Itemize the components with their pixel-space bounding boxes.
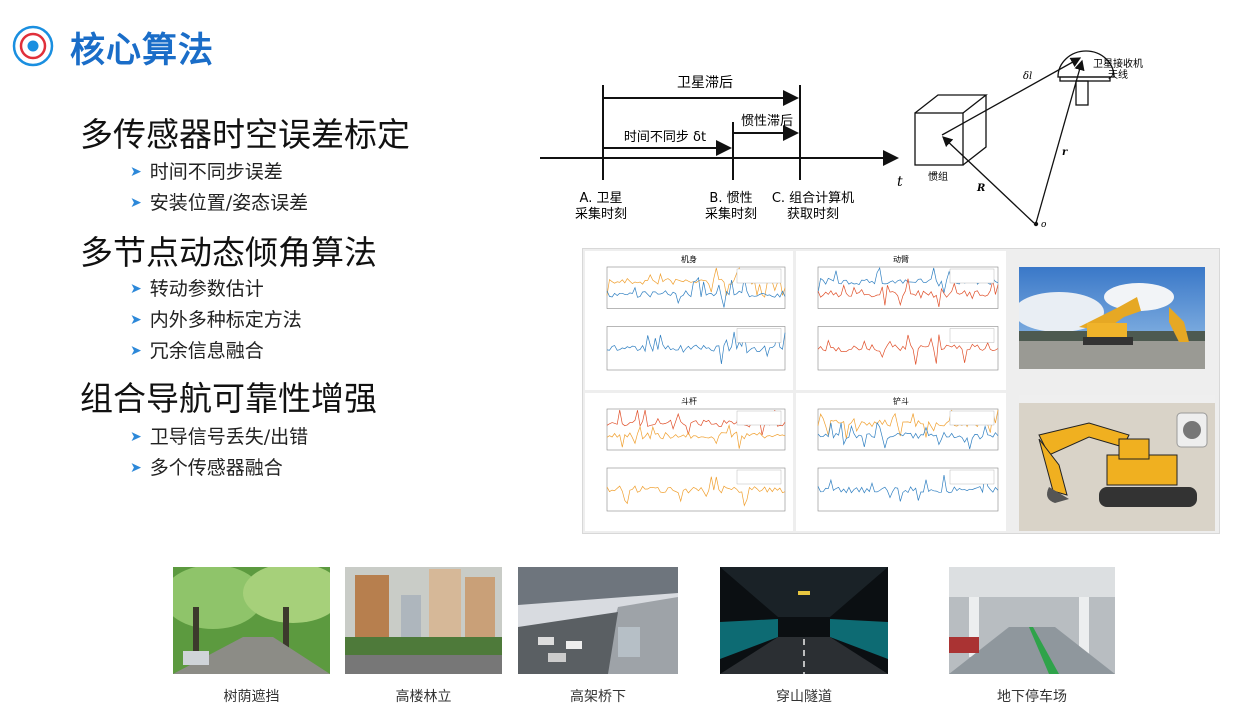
scene-photo bbox=[720, 567, 888, 674]
scene-photo bbox=[949, 567, 1115, 674]
scene-photo bbox=[173, 567, 330, 674]
label-b: B. 惯性 bbox=[709, 190, 752, 206]
excavator-photo bbox=[1019, 267, 1205, 369]
excavator-3d-model bbox=[1019, 395, 1215, 531]
timing-diagram: 卫星滞后 惯性滞后 时间不同步 δt t A. 卫星 采集时刻 B. 惯性 采集… bbox=[540, 75, 903, 222]
lever-arm-diagram: 卫星接收机 天线 惯组 δl r R o bbox=[914, 50, 1143, 230]
plot-cell: 动臂 bbox=[796, 251, 1006, 390]
scene-label: 高楼林立 bbox=[395, 689, 452, 705]
label-a: A. 卫星 bbox=[580, 191, 623, 206]
scene-label: 穿山隧道 bbox=[776, 689, 832, 705]
section-heading: 多传感器时空误差标定 bbox=[80, 115, 410, 154]
arrow-bullet-icon: ➤ bbox=[130, 195, 142, 211]
antenna-label: 卫星接收机 bbox=[1093, 57, 1143, 70]
scene-photo bbox=[518, 567, 678, 674]
plot-legend bbox=[736, 328, 782, 343]
list-item: ➤卫导信号丢失/出错 bbox=[130, 426, 309, 448]
section-heading: 多节点动态倾角算法 bbox=[80, 233, 377, 272]
sensor-plots-panel: 机身 动臂 斗杆 铲斗 bbox=[582, 248, 1220, 534]
label-a-sub: 采集时刻 bbox=[575, 206, 627, 222]
list-item: ➤冗余信息融合 bbox=[130, 340, 264, 362]
signal-line bbox=[817, 278, 999, 307]
arrow-bullet-icon: ➤ bbox=[130, 281, 142, 297]
time-axis-label: t bbox=[897, 174, 903, 190]
scene-photo bbox=[345, 567, 502, 674]
signal-line bbox=[606, 423, 786, 449]
plot-legend bbox=[949, 328, 995, 343]
arrow-bullet-icon: ➤ bbox=[130, 312, 142, 328]
signal-line bbox=[606, 476, 786, 507]
arrow-bullet-icon: ➤ bbox=[130, 460, 142, 476]
origin-label: o bbox=[1041, 220, 1047, 230]
signal-line bbox=[817, 421, 999, 450]
arrow-bullet-icon: ➤ bbox=[130, 343, 142, 359]
scene-label: 地下停车场 bbox=[997, 689, 1067, 705]
page-title: 核心算法 bbox=[70, 31, 215, 71]
label-c: C. 组合计算机 bbox=[772, 191, 854, 206]
plot-cell: 斗杆 bbox=[585, 393, 793, 531]
plot-legend bbox=[736, 410, 782, 426]
plot-title: 动臂 bbox=[893, 254, 909, 264]
plot-cell: 铲斗 bbox=[796, 393, 1006, 531]
sat-lag-label: 卫星滞后 bbox=[677, 75, 733, 91]
list-item: ➤内外多种标定方法 bbox=[130, 309, 302, 331]
signal-line bbox=[817, 334, 999, 365]
label-b-sub: 采集时刻 bbox=[705, 206, 757, 222]
imu-label: 惯组 bbox=[928, 170, 948, 183]
signal-line bbox=[606, 331, 786, 364]
signal-line bbox=[606, 276, 786, 308]
list-item: ➤转动参数估计 bbox=[130, 278, 264, 300]
list-item: ➤多个传感器融合 bbox=[130, 457, 283, 479]
target-icon bbox=[12, 25, 54, 67]
antenna-label-sub: 天线 bbox=[1108, 68, 1128, 81]
scene-label: 树荫遮挡 bbox=[223, 689, 280, 705]
plot-legend bbox=[736, 268, 782, 284]
list-item: ➤安装位置/姿态误差 bbox=[130, 192, 309, 214]
list-item: ➤时间不同步误差 bbox=[130, 161, 283, 183]
signal-line bbox=[606, 266, 786, 298]
plot-cell: 机身 bbox=[585, 251, 793, 390]
plot-legend bbox=[949, 268, 995, 284]
async-label: 时间不同步 δt bbox=[624, 130, 706, 145]
label-c-sub: 获取时刻 bbox=[787, 207, 839, 222]
plot-legend bbox=[949, 410, 995, 426]
section-heading: 组合导航可靠性增强 bbox=[80, 379, 377, 418]
plot-legend bbox=[736, 469, 782, 485]
big-r-label: R bbox=[976, 183, 985, 194]
scene-label: 高架桥下 bbox=[570, 689, 626, 705]
plot-legend bbox=[949, 469, 995, 485]
plot-title: 铲斗 bbox=[893, 396, 909, 406]
r-label: r bbox=[1062, 147, 1068, 158]
imu-cube-icon bbox=[914, 94, 988, 166]
antenna-icon bbox=[1057, 50, 1115, 106]
delta-l-label: δl bbox=[1023, 71, 1032, 82]
plot-title: 机身 bbox=[681, 254, 697, 264]
signal-line bbox=[817, 473, 999, 502]
ins-lag-label: 惯性滞后 bbox=[741, 113, 793, 129]
plot-title: 斗杆 bbox=[681, 396, 697, 406]
arrow-bullet-icon: ➤ bbox=[130, 164, 142, 180]
arrow-bullet-icon: ➤ bbox=[130, 429, 142, 445]
